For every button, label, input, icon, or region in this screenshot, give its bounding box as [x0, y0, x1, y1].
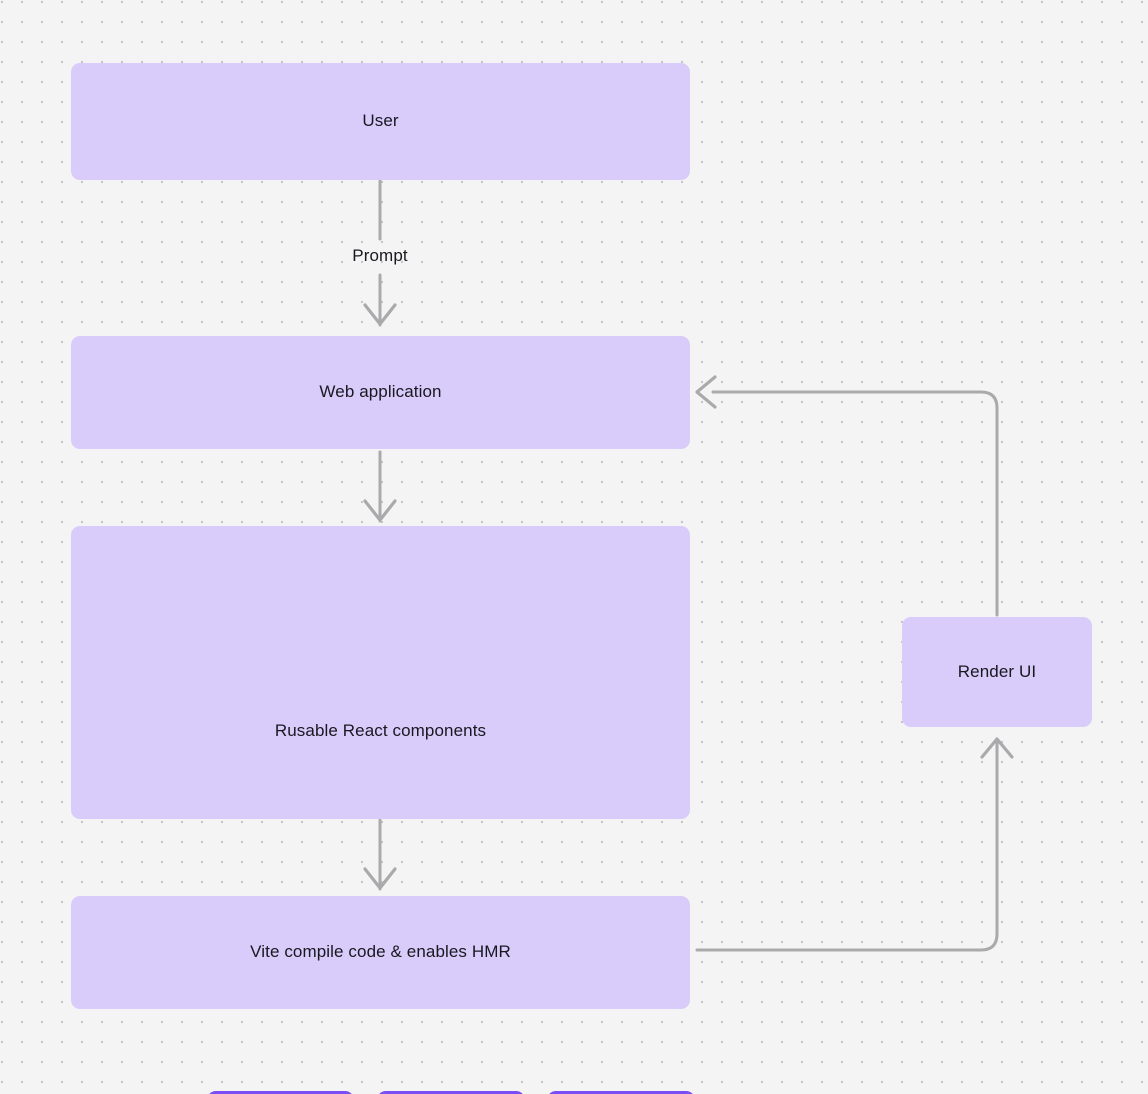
- edge-label-prompt: Prompt: [330, 246, 430, 266]
- node-user[interactable]: User: [71, 63, 690, 180]
- node-javascript[interactable]: Javascript = Interactivity: [547, 1091, 695, 1094]
- node-render-ui-label: Render UI: [957, 661, 1037, 681]
- arrowhead-down-web-application: [363, 303, 397, 326]
- arrowhead-down-vite: [363, 867, 397, 890]
- node-react-components-label: Rusable React components: [274, 721, 487, 740]
- edge-label-prompt-text: Prompt: [352, 246, 408, 265]
- node-vite[interactable]: Vite compile code & enables HMR: [71, 896, 690, 1009]
- node-web-application-label: Web application: [319, 382, 442, 402]
- arrowhead-left-web-application: [695, 375, 717, 409]
- node-html[interactable]: HTML = structure: [207, 1091, 354, 1094]
- node-react-components-group[interactable]: HTML = structure CSS = Styles & Layouts …: [71, 526, 695, 1094]
- arrowhead-up-render-ui: [980, 737, 1014, 759]
- node-render-ui[interactable]: Render UI: [902, 617, 1092, 727]
- node-vite-label: Vite compile code & enables HMR: [250, 942, 511, 962]
- arrowhead-down-react-components: [363, 499, 397, 522]
- edge-render-ui-to-web-application: [711, 390, 999, 617]
- edge-vite-to-render-ui: [695, 740, 999, 952]
- node-react-components-caption: Rusable React components: [71, 720, 690, 742]
- node-web-application[interactable]: Web application: [71, 336, 690, 449]
- node-css[interactable]: CSS = Styles & Layouts: [377, 1091, 525, 1094]
- node-user-label: User: [362, 111, 399, 131]
